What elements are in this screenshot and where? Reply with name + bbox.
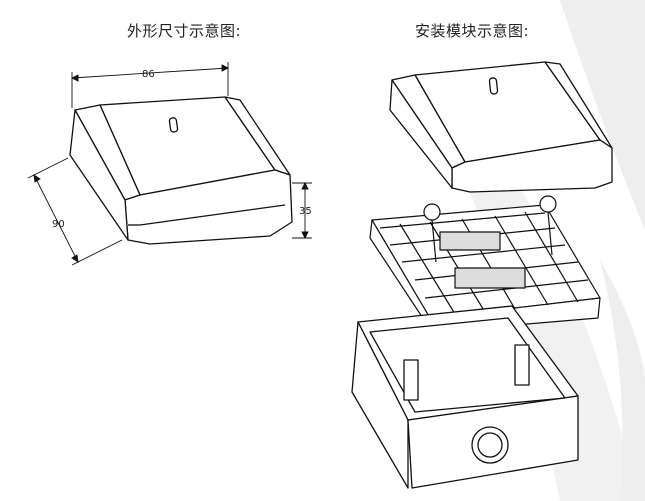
terminal-module bbox=[369, 195, 601, 333]
dimension-height-label: 35 bbox=[299, 206, 312, 217]
dimension-width-label: 86 bbox=[142, 69, 155, 80]
dimension-depth-label: 90 bbox=[52, 219, 65, 230]
base-box bbox=[351, 305, 579, 489]
installation-diagram-title: 安装模块示意图: bbox=[414, 22, 530, 40]
dimension-lines bbox=[27, 62, 312, 266]
dimension-diagram-title: 外形尺寸示意图: bbox=[126, 22, 242, 40]
enclosure-outline bbox=[69, 96, 293, 245]
cover-part bbox=[389, 61, 613, 193]
